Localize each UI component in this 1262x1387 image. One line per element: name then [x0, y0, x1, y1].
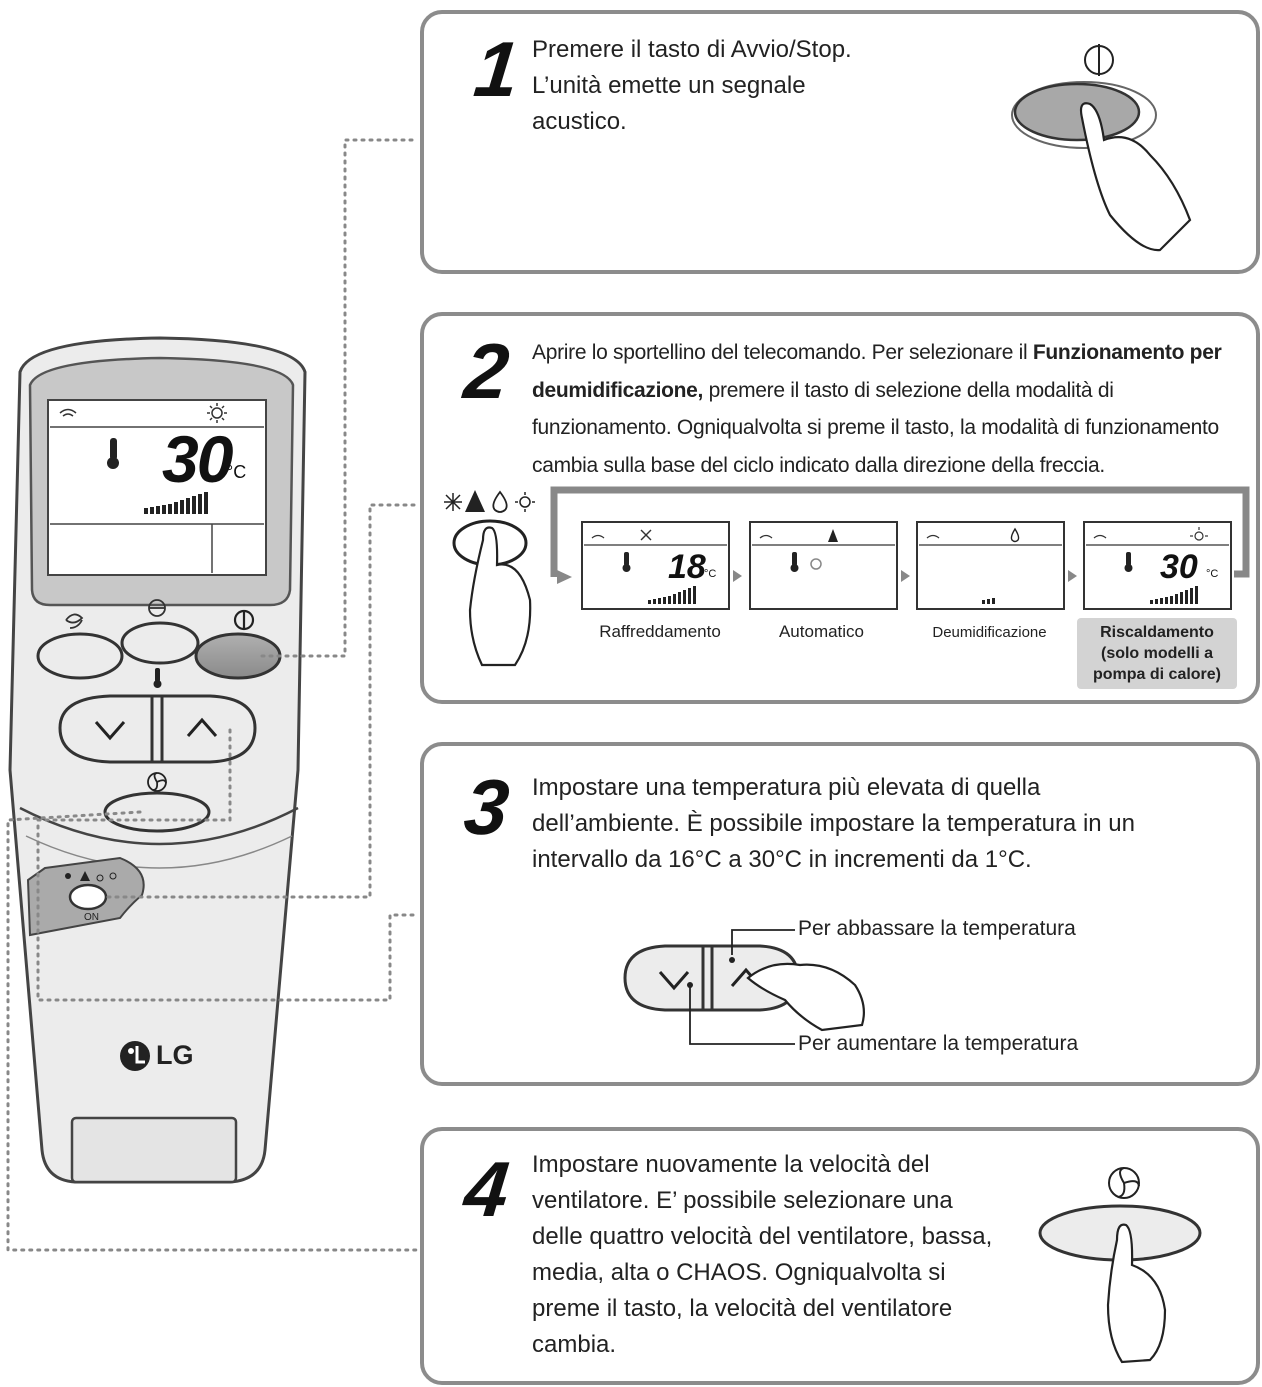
remote-lcd: [47, 399, 267, 576]
remote-lcd-temperature: 30: [162, 422, 233, 496]
remote-fan-button[interactable]: [103, 791, 211, 833]
remote-control: [8, 336, 307, 1184]
remote-lcd-unit: °C: [226, 462, 247, 482]
step-1-text: Premere il tasto di Avvio/Stop. L’unità …: [532, 36, 852, 135]
step-2-number: 2: [460, 327, 514, 415]
step-3-text: Impostare una temperatura più elevata di…: [532, 774, 1135, 873]
swing-icon: [65, 613, 84, 629]
remote-switch-label: ON: [84, 912, 99, 923]
label-increase-temp: Per aumentare la temperatura: [798, 1032, 1079, 1055]
leader-lines: [6, 138, 420, 1252]
mode-label-cooling: Raffreddamento: [599, 622, 721, 641]
mode-cooling-unit: °C: [704, 568, 717, 580]
step-1-number: 1: [470, 25, 524, 113]
lg-logo-icon: [120, 1041, 150, 1071]
step-4-text: Impostare nuovamente la velocità del ven…: [532, 1151, 993, 1358]
mode-icons-small: [65, 871, 117, 882]
mode-cooling-temp: 18: [668, 548, 706, 586]
remote-mode-button[interactable]: [68, 883, 108, 911]
step-2-text: Aprire lo sportellino del telecomando. P…: [532, 341, 1222, 477]
step-3-number: 3: [460, 763, 514, 851]
remote-brand: LG: [156, 1040, 194, 1070]
remote-temp-rocker[interactable]: [58, 694, 257, 764]
fan-icon-remote: [147, 772, 167, 792]
mode-label-auto: Automatico: [778, 622, 865, 641]
mode-label-heating: Riscaldamento (solo modelli a pompa di c…: [1077, 618, 1237, 689]
step-4-number: 4: [460, 1145, 514, 1233]
power-icon-remote: [233, 609, 255, 631]
remote-power-button[interactable]: [194, 632, 282, 680]
fan-level-bars: [144, 492, 208, 514]
airflow-icon: [148, 599, 166, 617]
mode-heating-temp: 30: [1160, 548, 1198, 586]
heat-mode-icon: [207, 403, 227, 423]
thermometer-icon: [107, 438, 119, 469]
label-decrease-temp: Per abbassare la temperatura: [798, 917, 1076, 940]
signal-icon: [59, 408, 77, 417]
mode-label-dehumidify: Deumidificazione: [932, 624, 1047, 641]
mode-heating-unit: °C: [1206, 568, 1219, 580]
